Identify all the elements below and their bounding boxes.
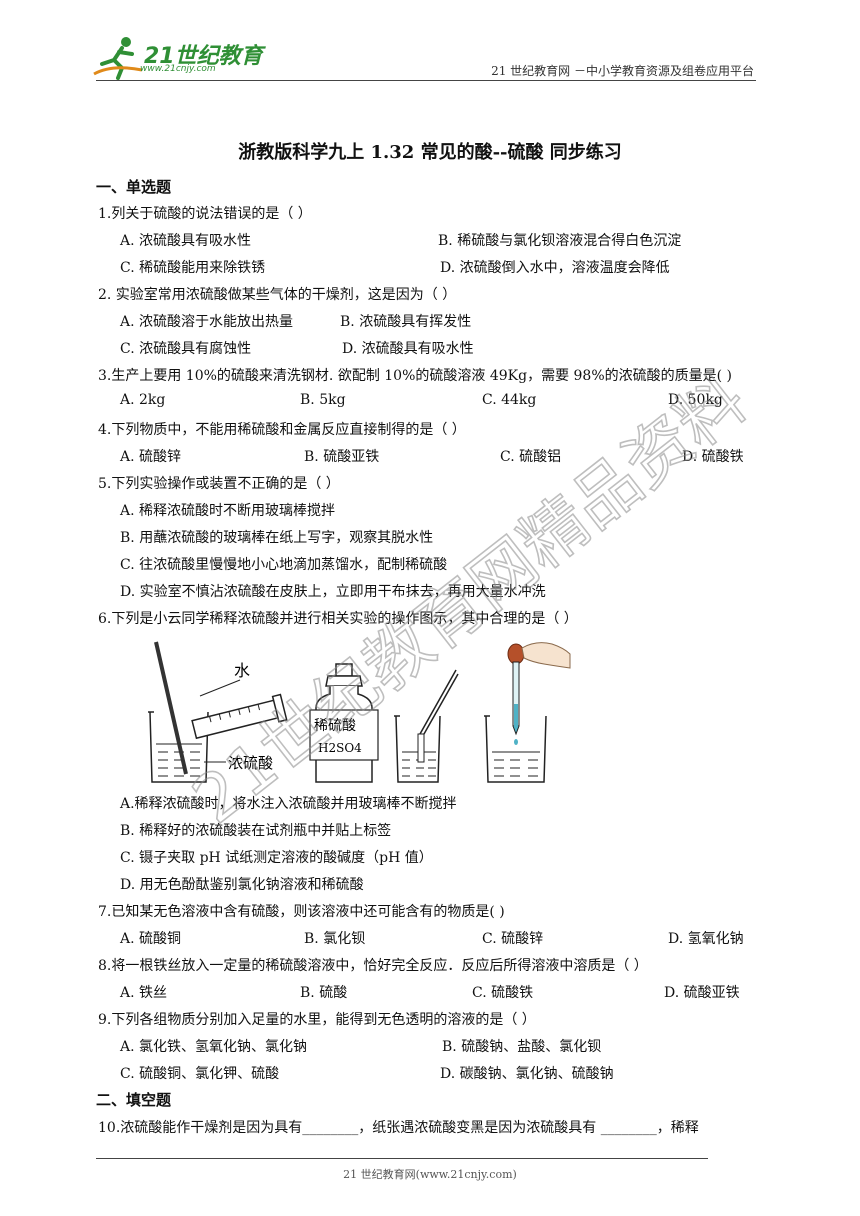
- question-4-option-d: D. 硫酸铁: [682, 449, 744, 465]
- header-site-name: 21 世纪教育网 －中小学教育资源及组卷应用平台: [491, 64, 754, 78]
- header-divider: [96, 80, 756, 81]
- question-4-stem: 4.下列物质中，不能用稀硫酸和金属反应直接制得的是（ ）: [98, 422, 466, 438]
- graduated-cylinder: [191, 693, 288, 740]
- question-7-option-c: C. 硫酸锌: [482, 931, 544, 947]
- question-9-option-a: A. 氯化铁、氢氧化钠、氯化钠: [120, 1039, 308, 1055]
- question-4-option-a: A. 硫酸锌: [120, 449, 182, 465]
- question-1-option-d: D. 浓硫酸倒入水中，溶液温度会降低: [440, 260, 670, 276]
- question-6-option-b: B. 稀释好的浓硫酸装在试剂瓶中并贴上标签: [120, 823, 392, 839]
- question-8-option-b: B. 硫酸: [300, 985, 348, 1001]
- section-heading-fill-blank: 二、填空题: [96, 1091, 172, 1109]
- site-logo: 21世纪教育 www.21cnjy.com: [92, 34, 263, 84]
- figure-d-dropper-beaker: [484, 642, 571, 783]
- question-1-option-c: C. 稀硫酸能用来除铁锈: [120, 260, 266, 276]
- question-7-option-d: D. 氢氧化钠: [668, 931, 744, 947]
- question-10-stem: 10.浓硫酸能作干燥剂是因为具有________，纸张遇浓硫酸变黑是因为浓硫酸具…: [98, 1120, 699, 1136]
- question-8-option-a: A. 铁丝: [120, 985, 168, 1001]
- label-water: 水: [234, 661, 250, 680]
- dilution-figure: 水 浓硫酸 稀硫酸 H2SO4: [148, 641, 571, 783]
- bottle-label-text: 稀硫酸: [314, 718, 356, 734]
- question-8-option-d: D. 硫酸亚铁: [664, 985, 740, 1001]
- label-conc-acid: 浓硫酸: [228, 754, 273, 772]
- page-title: 浙教版科学九上 1.32 常见的酸--硫酸 同步练习: [238, 142, 622, 163]
- question-9-option-d: D. 碳酸钠、氯化钠、硫酸钠: [440, 1066, 614, 1082]
- question-6-option-c: C. 镊子夹取 pH 试纸测定溶液的酸碱度（pH 值）: [120, 850, 433, 866]
- logo-url: www.21cnjy.com: [140, 64, 216, 74]
- figure-b-reagent-bottle: 稀硫酸 H2SO4: [309, 663, 379, 783]
- question-6-option-d: D. 用无色酚酞鉴别氯化钠溶液和稀硫酸: [120, 877, 364, 893]
- question-2-option-a: A. 浓硫酸溶于水能放出热量: [120, 314, 294, 330]
- question-7-stem: 7.已知某无色溶液中含有硫酸，则该溶液中还可能含有的物质是( ): [98, 904, 505, 920]
- question-5-stem: 5.下列实验操作或装置不正确的是（ ）: [98, 476, 340, 492]
- question-8-option-c: C. 硫酸铁: [472, 985, 534, 1001]
- question-5-option-a: A. 稀释浓硫酸时不断用玻璃棒搅拌: [120, 503, 336, 519]
- question-2-option-b: B. 浓硫酸具有挥发性: [340, 314, 472, 330]
- question-3-option-c: C. 44kg: [482, 392, 537, 408]
- question-9-stem: 9.下列各组物质分别加入足量的水里，能得到无色透明的溶液的是（ ）: [98, 1012, 536, 1028]
- question-9-option-b: B. 硫酸钠、盐酸、氯化钡: [442, 1039, 602, 1055]
- runner-logo-icon: [93, 37, 143, 80]
- question-1-stem: 1.列关于硫酸的说法错误的是（ ）: [98, 206, 312, 222]
- question-4-option-b: B. 硫酸亚铁: [304, 449, 380, 465]
- question-6-stem: 6.下列是小云同学稀释浓硫酸并进行相关实验的操作图示，其中合理的是（ ）: [98, 611, 578, 627]
- question-2-option-d: D. 浓硫酸具有吸水性: [342, 341, 474, 357]
- figure-a-beaker: 水 浓硫酸: [148, 641, 288, 783]
- question-1-option-b: B. 稀硫酸与氯化钡溶液混合得白色沉淀: [438, 233, 682, 249]
- question-2-stem: 2. 实验室常用浓硫酸做某些气体的干燥剂，这是因为（ ）: [98, 287, 457, 303]
- logo-text: 21世纪教育: [144, 44, 263, 69]
- question-5-option-b: B. 用蘸浓硫酸的玻璃棒在纸上写字，观察其脱水性: [120, 530, 434, 546]
- question-7-option-b: B. 氯化钡: [304, 931, 366, 947]
- section-heading-single-choice: 一、单选题: [96, 178, 172, 196]
- question-6-option-a: A.稀释浓硫酸时，将水注入浓硫酸并用玻璃棒不断搅拌: [120, 796, 457, 812]
- question-3-option-a: A. 2kg: [120, 392, 166, 408]
- question-1-option-a: A. 浓硫酸具有吸水性: [120, 233, 252, 249]
- question-3-stem: 3.生产上要用 10%的硫酸来清洗钢材. 欲配制 10%的硫酸溶液 49Kg，需…: [98, 368, 733, 384]
- question-4-option-c: C. 硫酸铝: [500, 449, 562, 465]
- question-9-option-c: C. 硫酸铜、氯化钾、硫酸: [120, 1066, 280, 1082]
- question-5-option-c: C. 往浓硫酸里慢慢地小心地滴加蒸馏水，配制稀硫酸: [120, 557, 448, 573]
- question-2-option-c: C. 浓硫酸具有腐蚀性: [120, 341, 252, 357]
- question-8-stem: 8.将一根铁丝放入一定量的稀硫酸溶液中，恰好完全反应．反应后所得溶液中溶质是（ …: [98, 958, 648, 974]
- footer-text: 21 世纪教育网(www.21cnjy.com): [343, 1168, 517, 1181]
- question-7-option-a: A. 硫酸铜: [120, 931, 182, 947]
- bottle-formula: H2SO4: [318, 741, 362, 755]
- footer-divider: [96, 1158, 708, 1159]
- question-3-option-d: D. 50kg: [668, 392, 723, 408]
- figure-c-ph-beaker: [394, 669, 459, 783]
- question-3-option-b: B. 5kg: [300, 392, 346, 408]
- question-5-option-d: D. 实验室不慎沾浓硫酸在皮肤上，立即用干布抹去，再用大量水冲洗: [120, 584, 546, 600]
